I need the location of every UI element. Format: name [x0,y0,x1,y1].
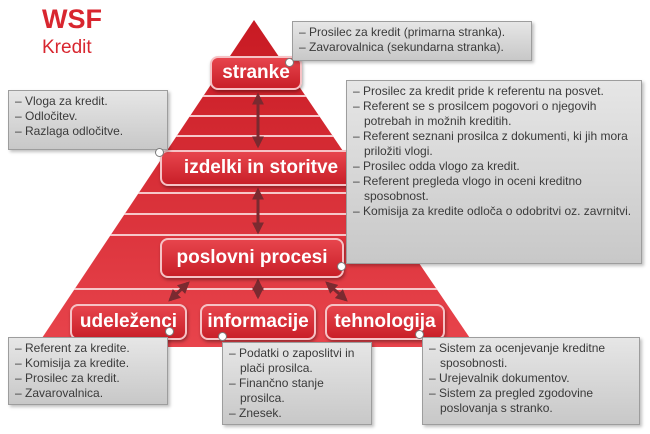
connector-dot [415,330,424,339]
level-izdelki-in-storitve: izdelki in storitve [160,150,362,186]
title: WSF [42,4,102,34]
note-item: Komisija za kredite odloča o odobritvi o… [353,204,635,219]
level-tehnologija: tehnologija [325,304,445,340]
subtitle: Kredit [42,37,92,58]
note-item: Prosilec za kredit (primarna stranka). [299,25,525,40]
note-item: Odločitev. [15,109,161,124]
note-informacije: Podatki o zaposlitvi in plači prosilca. … [222,342,372,425]
note-item: Finančno stanje prosilca. [229,376,365,406]
note-item: Referent se s prosilcem pogovori o njego… [353,99,635,129]
note-item: Referent za kredite. [15,341,161,356]
connector-dot [285,58,294,67]
note-stranke: Prosilec za kredit (primarna stranka). Z… [292,21,532,61]
note-item: Prosilec odda vlogo za kredit. [353,159,635,174]
note-tehnologija: Sistem za ocenjevanje kreditne sposobnos… [422,337,640,425]
note-item: Prosilec za kredit pride k referentu na … [353,84,635,99]
arrow-procesi-tehnologija [325,281,348,302]
connector-dot [165,327,174,336]
note-item: Prosilec za kredit. [15,371,161,386]
connector-dot [337,262,346,271]
note-item: Zavarovalnica. [15,386,161,401]
note-item: Podatki o zaposlitvi in plači prosilca. [229,346,365,376]
note-izdelki: Vloga za kredit. Odločitev. Razlaga odlo… [8,90,168,150]
note-item: Komisija za kredite. [15,356,161,371]
note-item: Sistem za ocenjevanje kreditne sposobnos… [429,341,633,371]
note-procesi: Prosilec za kredit pride k referentu na … [346,80,642,264]
note-item: Referent pregleda vlogo in oceni kreditn… [353,174,635,204]
level-stranke: stranke [210,56,302,90]
level-informacije: informacije [200,304,316,340]
note-udelezenci: Referent za kredite. Komisija za kredite… [8,337,168,405]
connector-dot [155,148,164,157]
connector-dot [218,332,227,341]
note-item: Sistem za pregled zgodovine poslovanja s… [429,386,633,416]
note-item: Razlaga odločitve. [15,124,161,139]
note-item: Urejevalnik dokumentov. [429,371,633,386]
note-item: Znesek. [229,406,365,421]
note-item: Zavarovalnica (sekundarna stranka). [299,40,525,55]
arrow-procesi-udelezenci [168,281,190,302]
note-item: Referent seznani prosilca z dokumenti, k… [353,129,635,159]
level-poslovni-procesi: poslovni procesi [160,238,344,278]
note-item: Vloga za kredit. [15,94,161,109]
